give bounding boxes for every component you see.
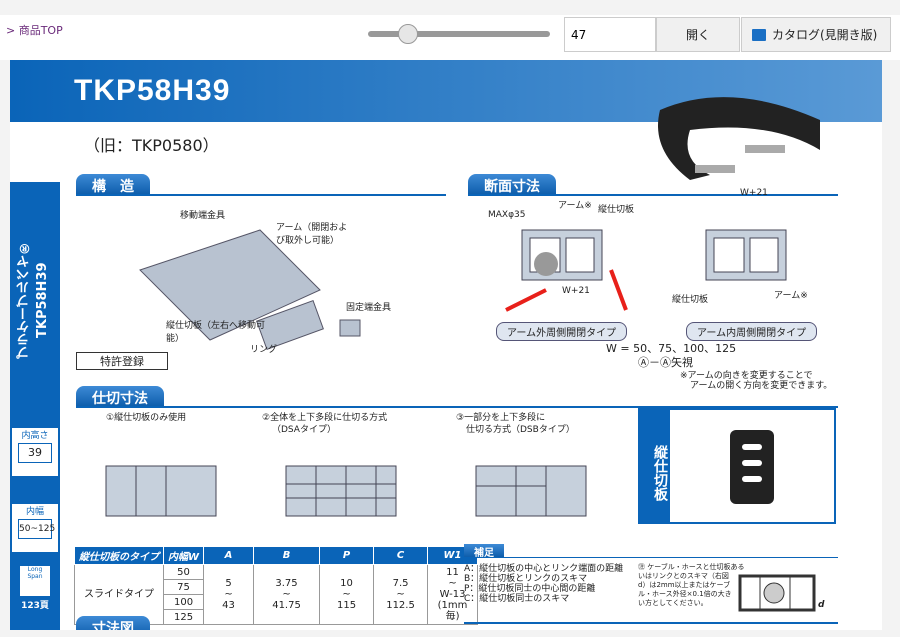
patent-badge: 特許登録 (76, 352, 168, 370)
type-cell: スライドタイプ (74, 564, 164, 625)
book-icon (752, 28, 766, 41)
partition-diagrams (105, 465, 587, 517)
divider (76, 194, 446, 196)
zoom-slider-handle[interactable] (398, 24, 418, 44)
method-3-type: 仕切る方式（DSBタイプ） (466, 425, 575, 435)
page-title: TKP58H39 (74, 74, 231, 107)
inner-height-value: 39 (18, 443, 52, 463)
label-divider: 縦仕切板 (672, 295, 709, 305)
label-divider: 縦仕切板（左右へ移動可能） (166, 321, 266, 344)
catalog-button[interactable]: カタログ(見開き版) (741, 17, 891, 52)
method-2: ②全体を上下多段に仕切る方式 (262, 413, 388, 423)
arm-note-1: ※アームの向きを変更することで (680, 371, 813, 381)
divider (76, 406, 838, 408)
vertical-divider-label: 縦仕切板 (640, 410, 670, 522)
page-number-input[interactable] (564, 17, 656, 52)
section-dimensions: 寸法図 (76, 616, 150, 630)
divider (464, 557, 838, 558)
side-product-name: プラケーブルベヤ® TKP58H39 (17, 240, 50, 360)
label-ring: リング (250, 345, 278, 355)
side-index (10, 182, 60, 630)
structure-diagram (139, 229, 361, 350)
method-2-type: （DSAタイプ） (272, 425, 336, 435)
catalog-label: カタログ(見開き版) (772, 28, 878, 42)
breadcrumb-top-link[interactable]: > 商品TOP (6, 24, 63, 37)
label-max-diameter: MAXφ35 (488, 210, 526, 220)
cable-chain-image (658, 97, 820, 180)
clearance-diagram (738, 574, 816, 612)
method-3: ③一部分を上下多段に (456, 413, 546, 423)
type-inner-label: アーム内周側開閉タイプ (686, 322, 818, 341)
vertical-divider-image (730, 430, 774, 504)
long-span-link[interactable]: Long Span 123頁 (12, 564, 58, 614)
divider (464, 622, 838, 624)
inner-width-value: 50~125 (18, 519, 55, 539)
label-arm: アーム※ (774, 291, 808, 301)
inner-width-box: 内幅 50~125 (12, 504, 58, 552)
label-arm: アーム（開閉および取外し可能） (276, 223, 348, 246)
inner-width-label: 内幅 (25, 507, 44, 517)
type-outer-label: アーム外周側開閉タイプ (496, 322, 628, 341)
section-structure: 構 造 (76, 174, 150, 196)
method-1: ①縦仕切板のみ使用 (106, 413, 187, 423)
label-w21: W+21 (740, 188, 768, 198)
label-divider: 縦仕切板 (598, 205, 635, 215)
inner-height-box: 内高さ 39 (12, 428, 58, 476)
supplement-heading: 補足 (464, 544, 504, 559)
zoom-slider-track[interactable] (368, 31, 550, 37)
label-w21: W+21 (562, 286, 590, 296)
old-model-name: （旧：TKP0580） (84, 136, 219, 155)
section-cross-section: 断面寸法 (468, 174, 556, 196)
label-fixed-bracket: 固定端金具 (346, 303, 392, 313)
arm-note-2: アームの開く方向を変更できます。 (690, 381, 833, 391)
section-partition: 仕切寸法 (76, 386, 164, 408)
catalog-page: TKP58H39 （旧：TKP0580） プラケーブルベヤ® TKP58H39 … (10, 60, 882, 630)
cross-section-diagram (505, 229, 787, 312)
inner-height-label: 内高さ (21, 431, 49, 441)
view-label: Ⓐ－Ⓐ矢視 (638, 356, 693, 369)
long-span-icon: Long Span (20, 566, 50, 596)
long-span-page: 123頁 (21, 601, 49, 611)
w-values: W = 50、75、100、125 (606, 342, 737, 355)
label-arm: アーム※ (558, 201, 592, 211)
vertical-divider-panel: 縦仕切板 (638, 408, 836, 524)
open-button[interactable]: 開く (656, 17, 740, 52)
divider (468, 194, 838, 196)
label-moving-bracket: 移動端金具 (180, 211, 226, 221)
clearance-d-label: d (818, 600, 825, 610)
